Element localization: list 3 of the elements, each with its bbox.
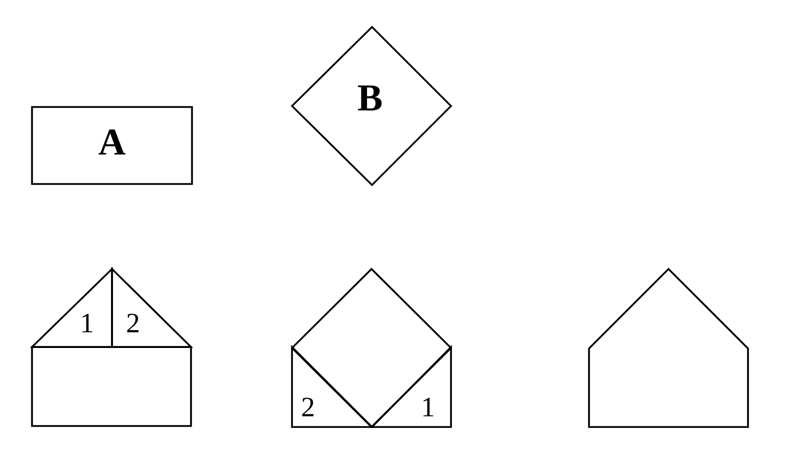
rectangle <box>31 346 192 427</box>
rectangle: A <box>31 106 193 185</box>
pentagon <box>588 268 749 428</box>
